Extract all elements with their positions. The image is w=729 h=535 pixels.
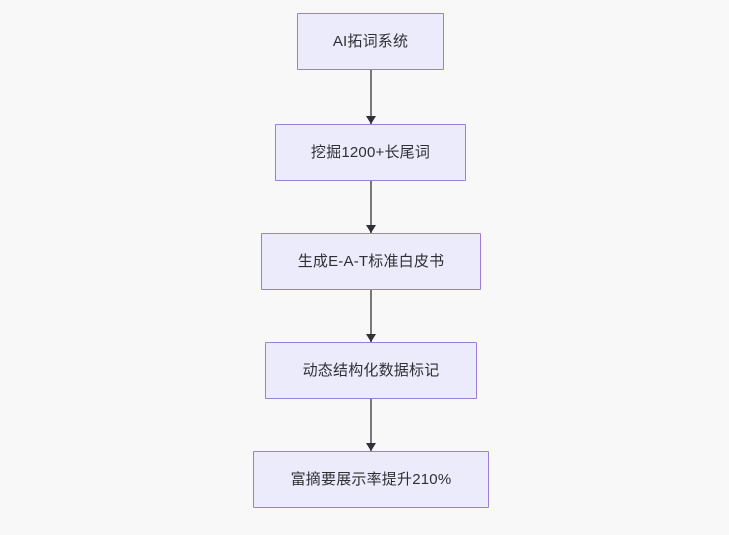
flow-node-ai-keyword-system[interactable]: AI拓词系统 bbox=[297, 13, 444, 70]
flow-node-label: 生成E-A-T标准白皮书 bbox=[297, 253, 445, 270]
edge-line bbox=[370, 290, 373, 342]
flow-node-label: 富摘要展示率提升210% bbox=[290, 471, 452, 488]
arrowhead-icon bbox=[366, 225, 376, 233]
flow-node-dynamic-structured-data[interactable]: 动态结构化数据标记 bbox=[265, 342, 477, 399]
edge-line bbox=[370, 399, 373, 451]
flow-node-label: 动态结构化数据标记 bbox=[302, 362, 440, 379]
flow-node-label: 挖掘1200+长尾词 bbox=[310, 144, 431, 161]
flow-node-label: AI拓词系统 bbox=[332, 33, 409, 50]
arrowhead-icon bbox=[366, 334, 376, 342]
edge-line bbox=[370, 181, 373, 233]
flow-node-rich-snippet-uplift[interactable]: 富摘要展示率提升210% bbox=[253, 451, 489, 508]
flow-node-mine-longtail[interactable]: 挖掘1200+长尾词 bbox=[275, 124, 466, 181]
arrowhead-icon bbox=[366, 116, 376, 124]
edge-line bbox=[370, 70, 373, 124]
flow-node-generate-eat-whitepaper[interactable]: 生成E-A-T标准白皮书 bbox=[261, 233, 481, 290]
arrowhead-icon bbox=[366, 443, 376, 451]
